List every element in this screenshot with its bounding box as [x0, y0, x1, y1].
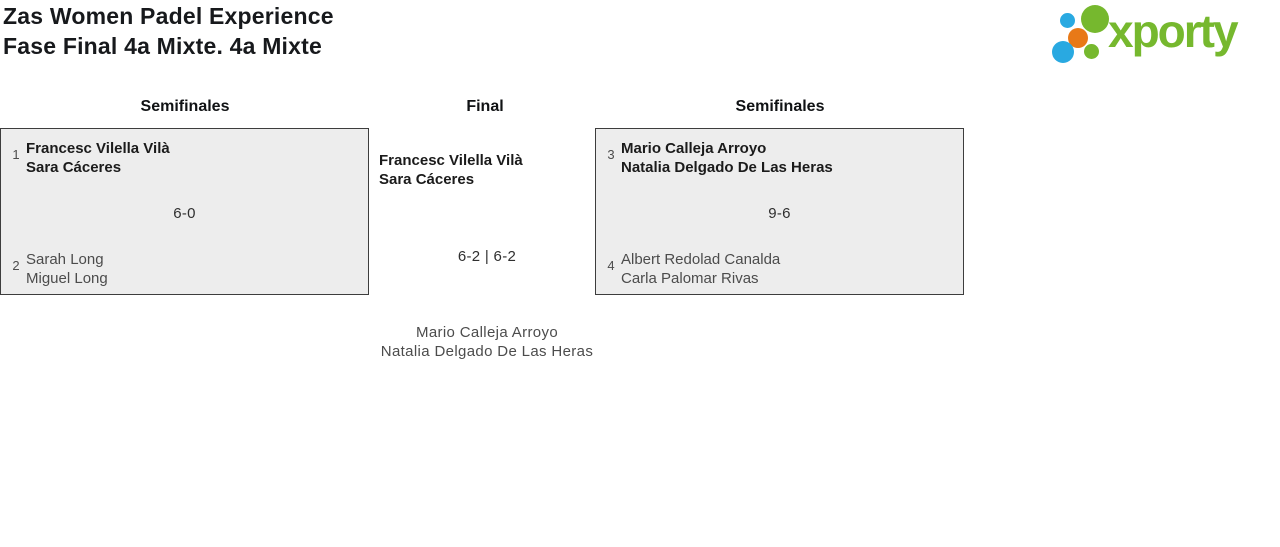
logo-dot-green-small-icon [1084, 44, 1099, 59]
player-name: Sara Cáceres [26, 159, 122, 176]
match-score: 6-0 [173, 205, 196, 222]
tournament-name: Zas Women Padel Experience [3, 3, 334, 29]
player-name: Sara Cáceres [379, 171, 475, 188]
team-winner: Mario Calleja Arroyo Natalia Delgado De … [621, 139, 833, 177]
round-header-semifinals-right: Semifinales [735, 98, 825, 115]
seed-number: 2 [12, 258, 20, 273]
logo-dot-blue-small-icon [1060, 13, 1075, 28]
team-loser: Sarah Long Miguel Long [26, 250, 108, 288]
player-name: Albert Redolad Canalda [621, 251, 781, 268]
team-loser: Mario Calleja Arroyo Natalia Delgado De … [377, 323, 597, 361]
seed-number: 4 [607, 258, 615, 273]
xporty-logo[interactable]: xporty [1046, 0, 1280, 70]
player-name: Natalia Delgado De Las Heras [380, 343, 594, 360]
phase-category-name: Fase Final 4a Mixte. 4a Mixte [3, 33, 322, 59]
logo-dot-green-large-icon [1081, 5, 1109, 33]
match-score: 9-6 [768, 205, 791, 222]
match-final[interactable]: Francesc Vilella Vilà Sara Cáceres 6-2 |… [377, 128, 597, 368]
seed-number: 3 [607, 147, 615, 162]
logo-dot-orange-icon [1068, 28, 1088, 48]
round-header-semifinals-left: Semifinales [140, 98, 230, 115]
player-name: Natalia Delgado De Las Heras [621, 159, 833, 176]
team-winner: Francesc Vilella Vilà Sara Cáceres [379, 151, 523, 189]
player-name: Mario Calleja Arroyo [621, 140, 767, 157]
match-semifinal-left[interactable]: 1 Francesc Vilella Vilà Sara Cáceres 6-0… [0, 128, 369, 295]
team-winner: Francesc Vilella Vilà Sara Cáceres [26, 139, 170, 177]
player-name: Miguel Long [26, 270, 108, 287]
team-loser: Albert Redolad Canalda Carla Palomar Riv… [621, 250, 780, 288]
logo-dot-blue-large-icon [1052, 41, 1074, 63]
page-title: Zas Women Padel Experience Fase Final 4a… [3, 1, 334, 61]
player-name: Mario Calleja Arroyo [415, 324, 559, 341]
player-name: Carla Palomar Rivas [621, 270, 759, 287]
round-header-final: Final [466, 98, 504, 115]
seed-number: 1 [12, 147, 20, 162]
player-name: Sarah Long [26, 251, 104, 268]
match-score: 6-2 | 6-2 [457, 248, 517, 265]
logo-wordmark: xporty [1108, 5, 1239, 57]
player-name: Francesc Vilella Vilà [26, 140, 170, 157]
match-semifinal-right[interactable]: 3 Mario Calleja Arroyo Natalia Delgado D… [595, 128, 964, 295]
player-name: Francesc Vilella Vilà [379, 152, 523, 169]
